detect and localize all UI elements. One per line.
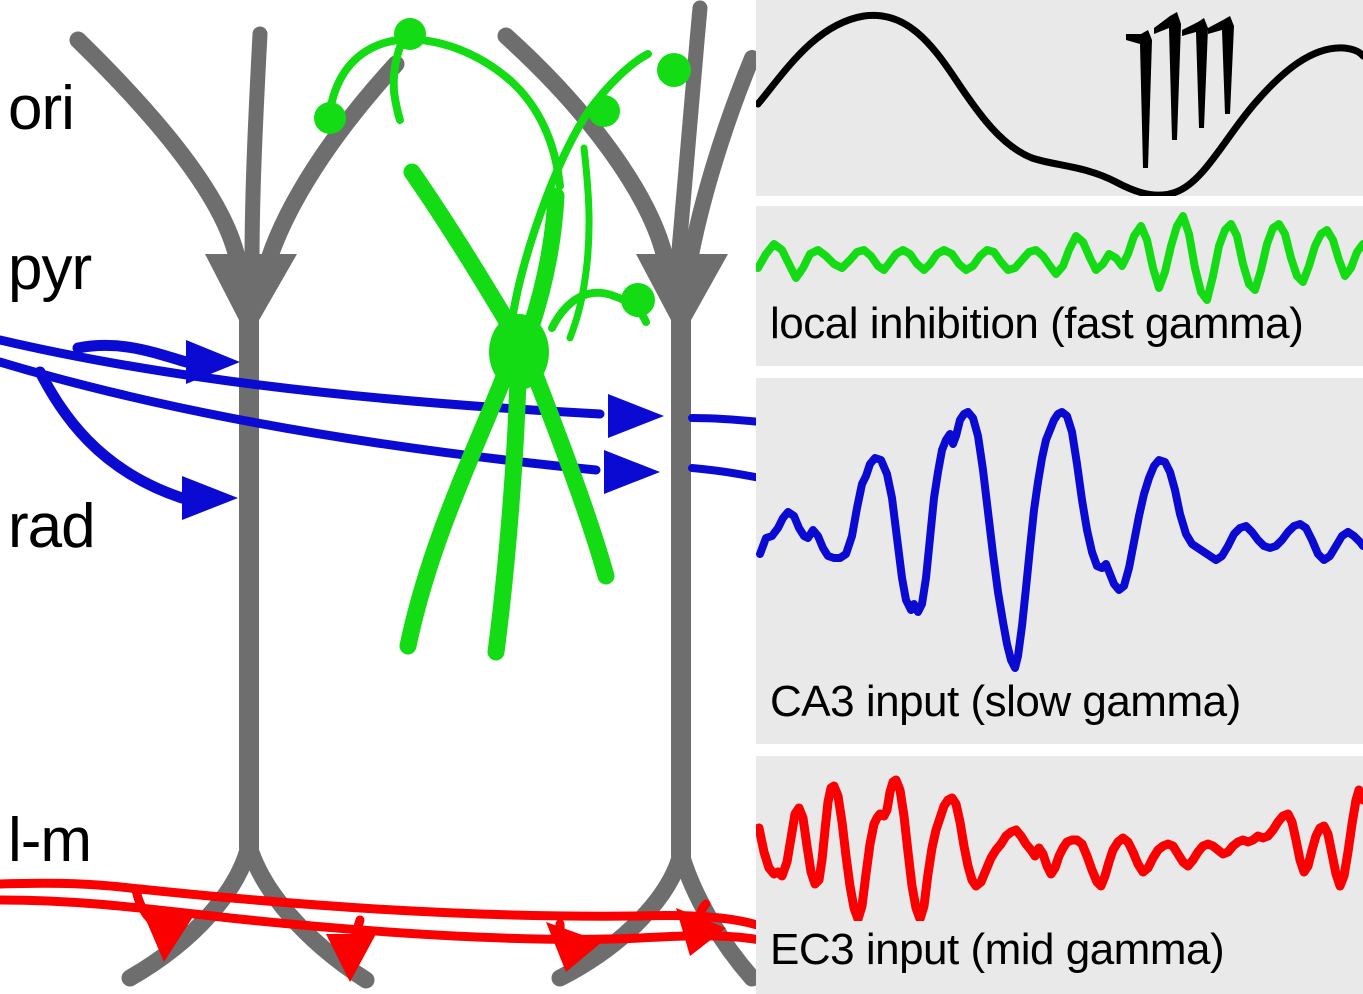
interneuron-axon-1 xyxy=(508,50,652,324)
ca3-fiber-upper xyxy=(0,335,605,419)
fast-gamma-panel: local inhibition (fast gamma) xyxy=(756,206,1363,366)
ec3-arrow-4 xyxy=(676,908,726,956)
unit-spikes xyxy=(1126,12,1234,168)
interneuron-axon-2 xyxy=(326,35,564,190)
interneuron-dendrite-up-left xyxy=(403,163,521,339)
interneuron-soma xyxy=(489,314,549,390)
spike-2 xyxy=(1154,12,1181,140)
layer-label-lm: l-m xyxy=(8,806,92,875)
slow-gamma-svg xyxy=(756,408,1363,672)
ec3-perforant-path xyxy=(0,878,760,982)
interneuron-dendrite-down-mid xyxy=(487,369,527,661)
layer-label-ori: ori xyxy=(8,74,75,143)
spike-1 xyxy=(1126,30,1152,168)
theta-lfp-svg xyxy=(756,11,1363,196)
bouton-4 xyxy=(588,95,620,127)
slow-gamma-trace xyxy=(756,408,1363,672)
interneuron xyxy=(314,18,691,661)
ca3-arrow-left-lower xyxy=(182,476,238,520)
basal-dendrite-right-outer xyxy=(497,27,675,271)
mid-gamma-caption: EC3 input (mid gamma) xyxy=(770,925,1225,974)
pyramidal-cell-right xyxy=(497,0,760,987)
interneuron-dendrite-up-right xyxy=(521,187,565,339)
bouton-2 xyxy=(314,102,346,134)
interneuron-dendrite-down-left xyxy=(399,363,515,655)
ca3-arrow-right-upper xyxy=(608,394,664,438)
interneuron-dendrite-down-right xyxy=(525,363,615,585)
layer-label-pyr: pyr xyxy=(8,234,92,303)
ca1-circuit-diagram xyxy=(0,0,760,989)
bouton-1 xyxy=(394,18,426,50)
ca3-branch-left-upper xyxy=(72,339,192,368)
ec3-arrow-3 xyxy=(546,922,602,972)
fast-gamma-svg xyxy=(756,212,1363,304)
basal-dendrite-right-inner xyxy=(670,0,708,270)
slow-gamma-caption: CA3 input (slow gamma) xyxy=(770,677,1241,726)
soma-right xyxy=(636,254,728,322)
pyramidal-cell-left xyxy=(69,26,405,989)
basal-dendrite-right-outer2 xyxy=(682,50,760,268)
ec3-arrow-1 xyxy=(140,906,196,962)
ca3-fiber-tail-upper xyxy=(688,414,760,426)
slow-gamma-panel: CA3 input (slow gamma) xyxy=(756,378,1363,744)
ca3-schaffer-collateral xyxy=(0,335,760,520)
layer-label-rad: rad xyxy=(8,492,96,561)
soma-left xyxy=(205,254,297,322)
fast-gamma-trace xyxy=(756,212,1363,304)
ca3-fiber-tail-lower xyxy=(688,464,760,482)
mid-gamma-svg xyxy=(756,775,1363,921)
basal-dendrite-left-outer xyxy=(69,31,247,271)
spike-3 xyxy=(1182,18,1208,128)
ca3-arrow-left-upper xyxy=(186,340,240,384)
basal-dendrite-left-outer2 xyxy=(259,55,405,271)
ca3-branch-left-lower xyxy=(34,366,188,504)
theta-lfp-trace xyxy=(756,11,1363,196)
interneuron-axon-4 xyxy=(566,144,593,342)
basal-dendrite-left-inner xyxy=(244,26,268,270)
theta-lfp-panel xyxy=(756,0,1363,196)
mid-gamma-panel: EC3 input (mid gamma) xyxy=(756,756,1363,994)
mid-gamma-trace xyxy=(756,775,1363,921)
ca3-arrow-right-lower xyxy=(604,450,660,494)
ec3-arrow-2 xyxy=(326,934,376,982)
spike-4 xyxy=(1208,16,1234,114)
fast-gamma-caption: local inhibition (fast gamma) xyxy=(770,299,1304,348)
bouton-5 xyxy=(621,283,655,317)
bouton-3 xyxy=(657,53,691,87)
